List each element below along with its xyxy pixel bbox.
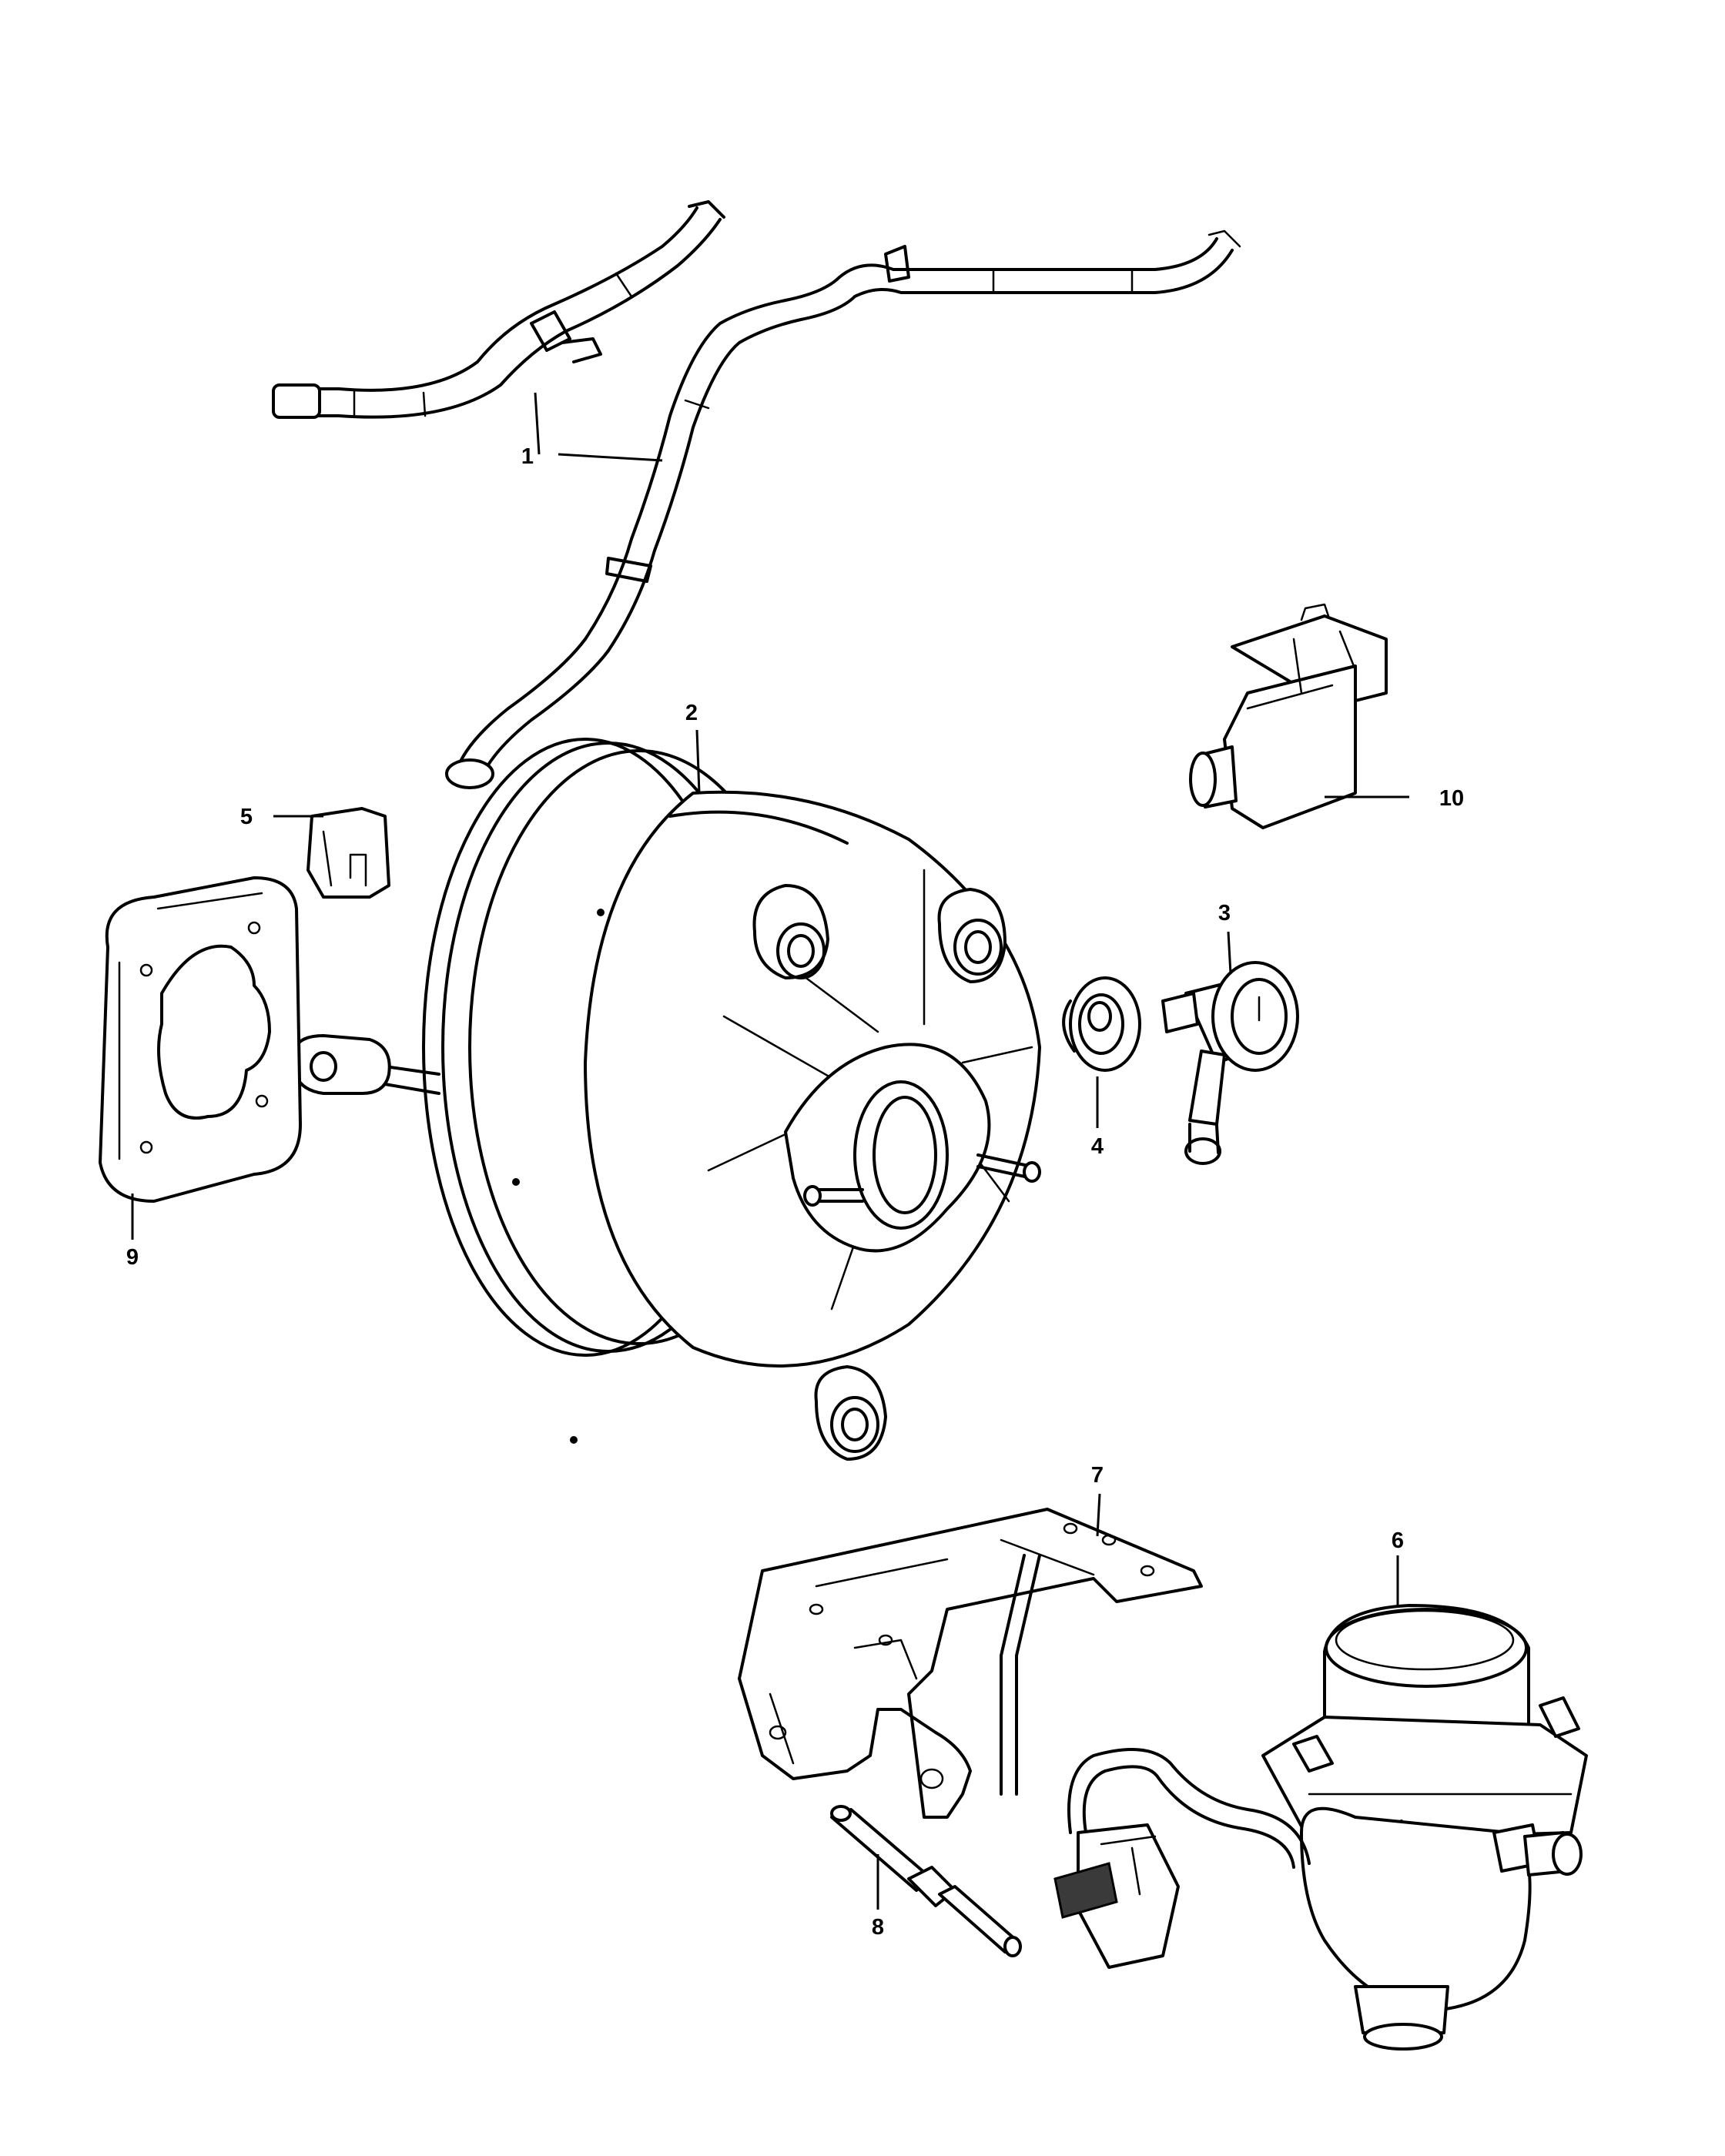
boss-top-right: [937, 888, 1007, 983]
callout-8: 8: [872, 1915, 884, 1940]
part-3-check-valve: [1161, 961, 1299, 1165]
callout-2: 2: [685, 701, 698, 725]
boss-bottom: [814, 1365, 887, 1461]
part-4-grommet: [1062, 976, 1141, 1072]
callout-7: 7: [1091, 1463, 1104, 1488]
part-6-vacuum-pump: [1053, 1604, 1588, 2051]
part-5-retaining-clip: [306, 807, 390, 899]
callout-leaders: [131, 392, 1409, 1910]
part-2-brake-booster: [291, 738, 1041, 1461]
callout-6: 6: [1392, 1528, 1404, 1553]
callout-3: 3: [1218, 901, 1231, 926]
callout-4: 4: [1091, 1134, 1104, 1159]
part-10-sensor: [1189, 603, 1388, 829]
part-8-stud: [830, 1805, 1022, 1957]
callout-10: 10: [1439, 786, 1464, 811]
callout-5: 5: [240, 805, 253, 829]
callout-9: 9: [126, 1245, 139, 1270]
callout-1: 1: [521, 444, 534, 469]
boss-top-left: [752, 884, 829, 979]
part-9-gasket: [99, 876, 302, 1203]
callout-labels: 1 2 3 4 5 6 7 8 9 10: [126, 444, 1464, 1940]
part-1-vacuum-hose: [272, 200, 1241, 789]
part-7-bracket: [738, 1508, 1203, 1819]
